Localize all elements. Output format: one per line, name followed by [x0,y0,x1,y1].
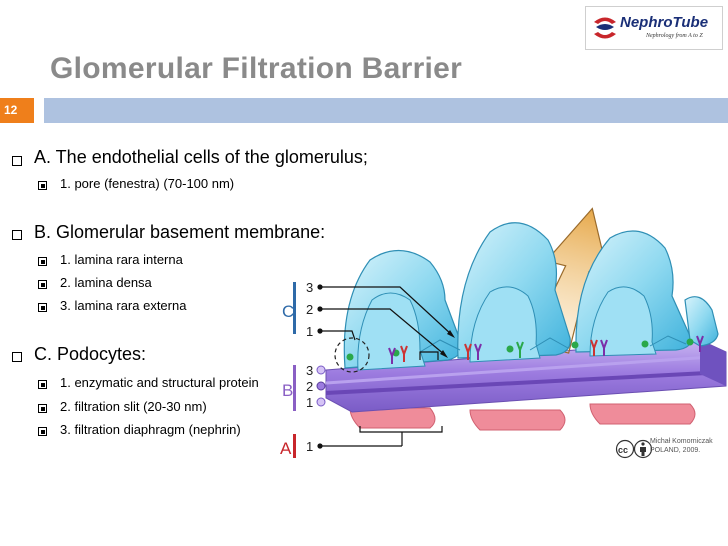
sub-bullet-icon [38,181,47,190]
credit-author: Michał Komorniczak [650,438,713,445]
highlight-circle [334,337,370,373]
author-credit: Michał Komorniczak POLAND, 2009. [650,437,713,455]
label-a: A [280,439,292,458]
slide-title: Glomerular Filtration Barrier [50,52,463,85]
a-dot [317,443,323,449]
cc-icon: cc [615,439,653,459]
bullet-square-icon [12,230,22,240]
bullet-c: C. Podocytes: [34,344,147,364]
sub-bullet-c2: 2. filtration slit (20-30 nm) [60,399,207,414]
sub-bullet-icon [38,404,47,413]
b-dot [316,365,326,375]
sub-bullet-icon [38,380,47,389]
c-number-2: 2 [306,302,313,317]
sub-bullet-b1: 1. lamina rara interna [60,252,183,267]
b-number-1: 1 [306,395,313,410]
b-dot [316,397,326,407]
sub-bullet-icon [38,303,47,312]
title-underline-bar [44,98,728,123]
bullet-square-icon [12,352,22,362]
sub-bullet-b2: 2. lamina densa [60,275,152,290]
bullet-square-icon [12,156,22,166]
b-number-2: 2 [306,379,313,394]
slide-number: 12 [0,98,34,123]
endothelium-layer [349,403,696,431]
logo-name: NephroTube [620,14,709,31]
sub-bullet-c3: 3. filtration diaphragm (nephrin) [60,422,241,437]
a-bracket [293,434,296,458]
nephrotube-logo: NephroTube Nephrology from A to Z [585,6,723,50]
logo-mark-icon [594,17,616,39]
basement-membrane [325,339,727,413]
c-dot [317,284,323,290]
label-c: C [282,302,294,321]
sub-bullet-a1: 1. pore (fenestra) (70-100 nm) [60,176,235,191]
c-number-3: 3 [306,280,313,295]
pointer-arrowheads [440,330,455,358]
sub-bullet-c1: 1. enzymatic and structural protein [60,375,259,390]
b-bracket [293,365,296,411]
svg-text:cc: cc [618,445,628,455]
membrane-proteins [334,335,704,373]
c-dot [317,306,323,312]
sub-bullet-icon [38,257,47,266]
sub-bullet-b3: 3. lamina rara externa [60,298,187,313]
sub-bullet-icon [38,280,47,289]
c-bracket [293,282,296,334]
bullet-b: B. Glomerular basement membrane: [34,222,326,242]
a-number-1: 1 [306,439,313,454]
credit-place: POLAND, 2009. [650,447,701,454]
c-dot [317,328,323,334]
b-dot [316,381,326,391]
c-number-1: 1 [306,324,313,339]
label-b: B [282,381,293,400]
logo-tagline: Nephrology from A to Z [646,33,703,39]
title-left-strip [0,50,44,88]
pointer-lines [321,286,453,447]
b-number-3: 3 [306,363,313,378]
bullet-a: A. The endothelial cells of the glomerul… [34,147,368,167]
podocyte-foot-processes [343,222,719,371]
sub-bullet-icon [38,427,47,436]
